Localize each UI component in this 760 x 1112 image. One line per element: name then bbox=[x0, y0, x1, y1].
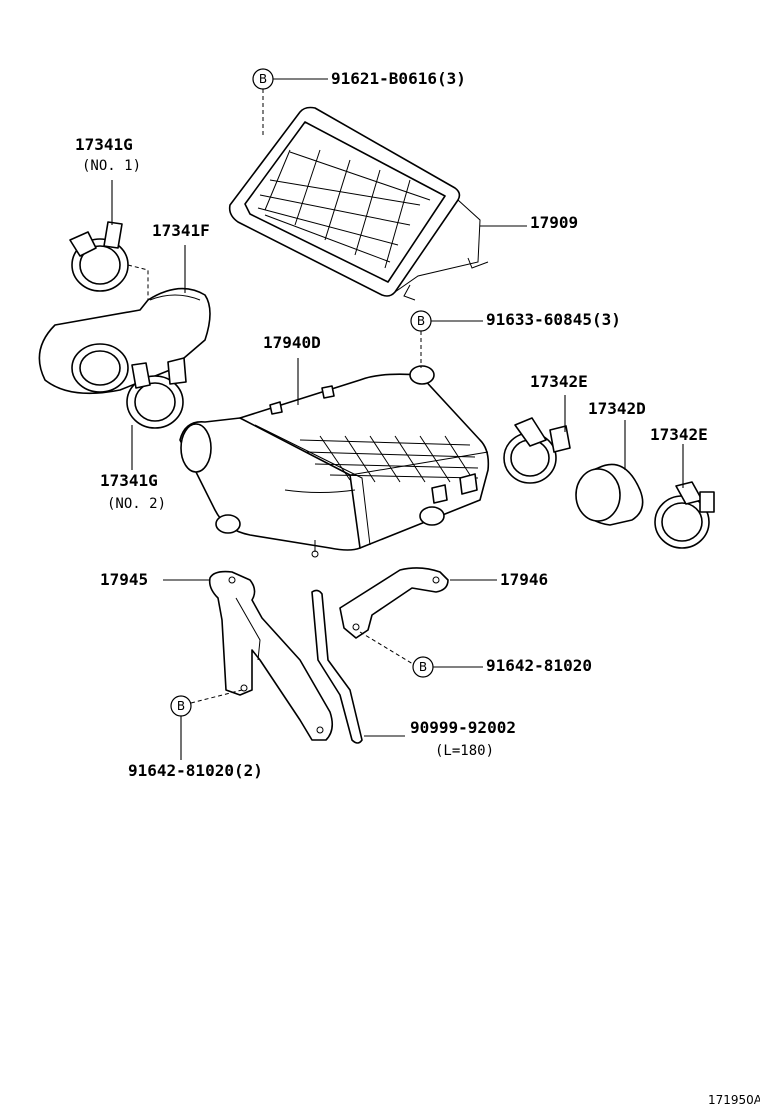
intercooler-17940d bbox=[179, 365, 490, 558]
callout-b-letter: B bbox=[417, 314, 425, 328]
label-17945: 17945 bbox=[100, 570, 148, 589]
hose-17342d bbox=[575, 463, 644, 526]
label-17341g-no2-note: (NO. 2) bbox=[107, 496, 166, 512]
intake-duct-17909 bbox=[228, 106, 489, 301]
diagram-code: 171950A bbox=[708, 1093, 760, 1107]
label-17341f: 17341F bbox=[152, 221, 210, 240]
label-17341g-no1: 17341G bbox=[75, 135, 133, 154]
intake-hose-17341f bbox=[38, 287, 211, 395]
label-17946: 17946 bbox=[500, 570, 548, 589]
label-17341g-no2: 17341G bbox=[100, 471, 158, 490]
callout-b-letter: B bbox=[259, 72, 267, 86]
label-90999-92002: 90999-92002 bbox=[410, 718, 516, 737]
label-91621-b0616: 91621-B0616(3) bbox=[331, 69, 466, 88]
label-17940d: 17940D bbox=[263, 333, 321, 352]
label-17909: 17909 bbox=[530, 213, 578, 232]
hose-clamp-no1 bbox=[69, 221, 129, 292]
label-91633-60845: 91633-60845(3) bbox=[486, 310, 621, 329]
label-17342e-b: 17342E bbox=[650, 425, 708, 444]
callout-b-letter: B bbox=[419, 660, 427, 674]
bracket-17946 bbox=[339, 567, 449, 639]
label-17342e-a: 17342E bbox=[530, 372, 588, 391]
label-91642-81020-b: 91642-81020(2) bbox=[128, 761, 263, 780]
pipe-90999-92002 bbox=[311, 589, 363, 744]
label-90999-note: (L=180) bbox=[435, 743, 494, 759]
label-17341g-no1-note: (NO. 1) bbox=[82, 158, 141, 174]
hose-clamp-no2 bbox=[126, 357, 187, 429]
hose-clamp-17342e-a bbox=[503, 417, 571, 484]
label-91642-81020-a: 91642-81020 bbox=[486, 656, 592, 675]
callout-b-letter: B bbox=[177, 699, 185, 713]
hose-clamp-17342e-b bbox=[654, 481, 715, 549]
label-17342d: 17342D bbox=[588, 399, 646, 418]
bracket-17945 bbox=[208, 570, 334, 741]
